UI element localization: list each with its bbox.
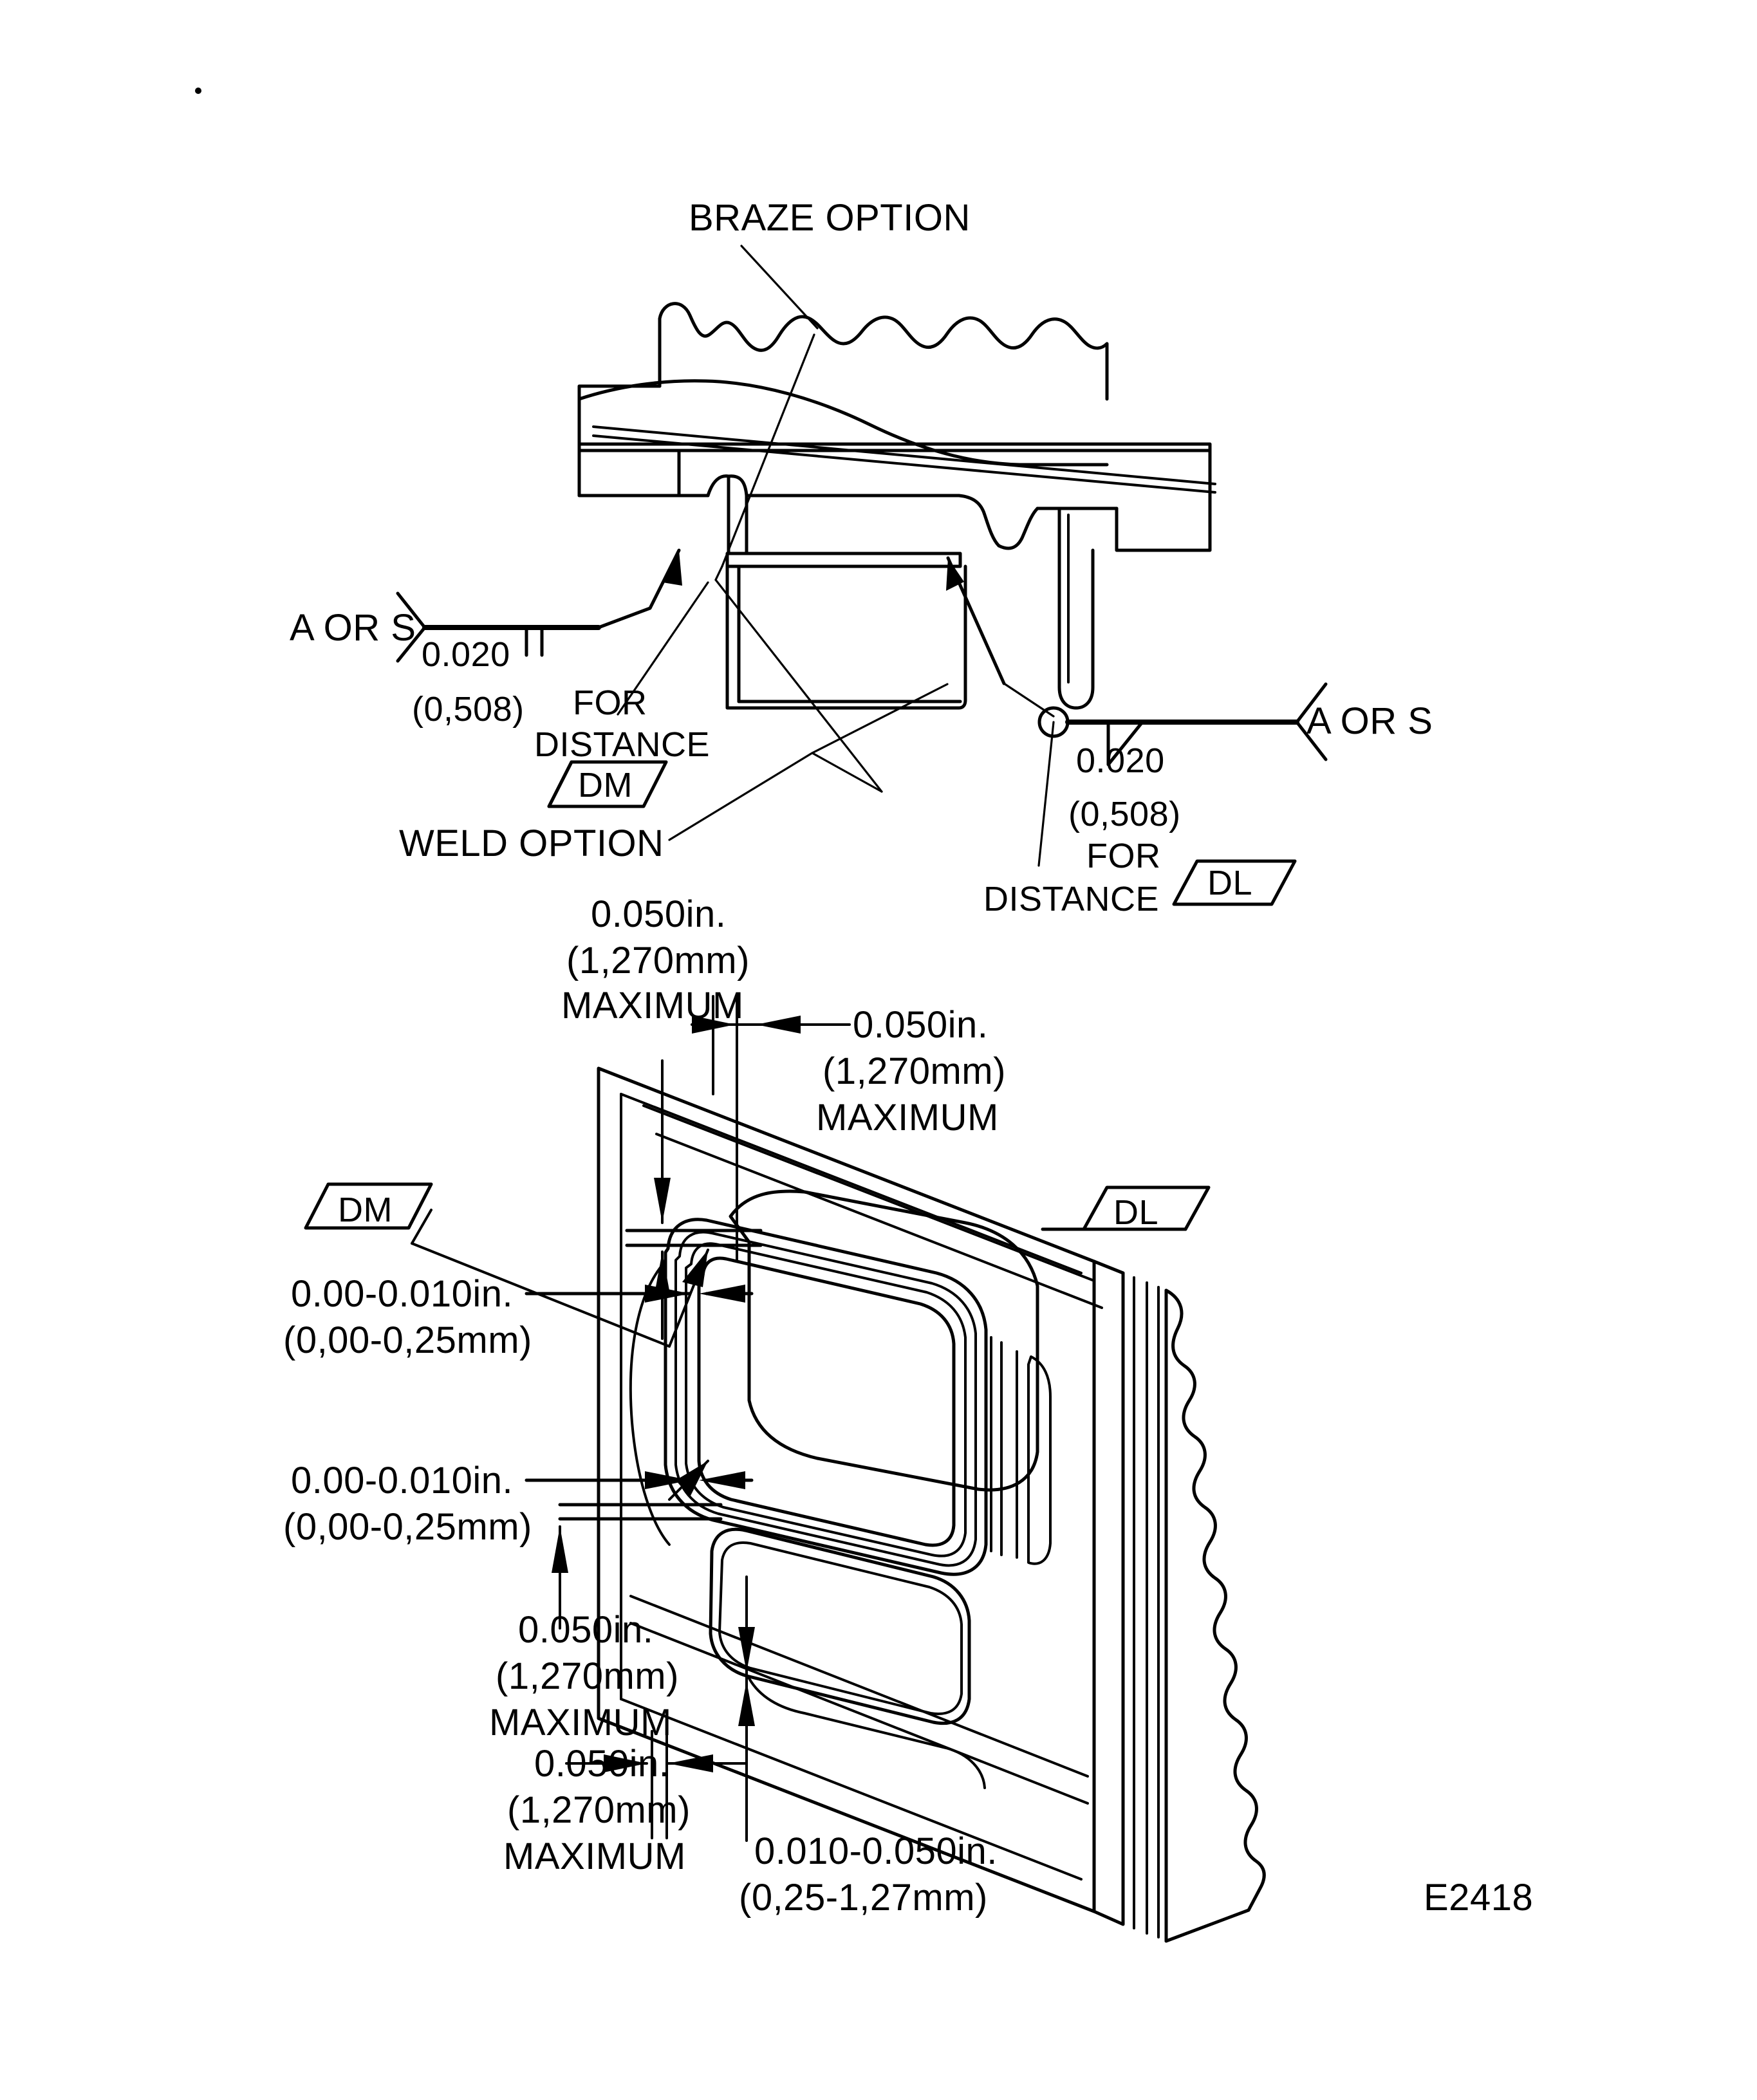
flag-dm-lower: DM [338, 1191, 393, 1229]
dim-top-left-line2: (1,270mm) [566, 940, 750, 981]
dim-top-right-line1: 0.050in. [853, 1004, 988, 1046]
flag-dm-upper: DM [578, 766, 633, 804]
dim-top-left-line1: 0.050in. [591, 893, 726, 935]
weld-option-label: WELD OPTION [399, 822, 664, 864]
stray-speck [195, 88, 201, 94]
dim-lower-left-line3: MAXIMUM [489, 1702, 672, 1743]
figure-id-code: E2418 [1424, 1877, 1533, 1919]
right-weld-note-line1: FOR [1086, 837, 1161, 875]
dim-bottom-vert-line2: (0,25-1,27mm) [739, 1877, 988, 1919]
left-weld-note-line1: FOR [573, 683, 647, 722]
flag-dl-upper: DL [1207, 864, 1252, 902]
dim-top-right-line2: (1,270mm) [823, 1050, 1006, 1092]
left-weld-size-metric: (0,508) [412, 690, 525, 729]
dim-bottom-horiz-line2: (1,270mm) [507, 1789, 691, 1831]
braze-option-label: BRAZE OPTION [689, 197, 971, 239]
upper-cross-section-drawing [396, 245, 1328, 906]
dim-bottom-horiz-line3: MAXIMUM [503, 1835, 686, 1877]
dim-upper-gap-line2: (0,00-0,25mm) [283, 1319, 532, 1361]
dim-bottom-horiz-line1: 0.050in. [534, 1743, 669, 1785]
dim-top-left-line3: MAXIMUM [561, 985, 744, 1027]
right-weld-size-value: 0.020 [1076, 741, 1165, 780]
right-weld-size-metric: (0,508) [1068, 795, 1181, 833]
left-weld-size-value: 0.020 [422, 635, 510, 674]
left-weld-note-line2: DISTANCE [534, 725, 710, 764]
dim-lower-left-line2: (1,270mm) [496, 1655, 679, 1697]
right-weld-note-line2: DISTANCE [983, 880, 1159, 918]
dim-upper-gap-line1: 0.00-0.010in. [291, 1273, 513, 1315]
left-weld-tail-text: A OR S [290, 607, 416, 649]
dim-bottom-vert-line1: 0.010-0.050in. [754, 1830, 998, 1872]
dim-lower-gap-line1: 0.00-0.010in. [291, 1460, 513, 1501]
dim-lower-gap-line2: (0,00-0,25mm) [283, 1506, 532, 1548]
dim-lower-left-line1: 0.050in. [518, 1609, 653, 1651]
lower-isometric-drawing [304, 995, 1266, 1943]
dim-top-right-line3: MAXIMUM [816, 1097, 999, 1138]
flag-dl-lower: DL [1113, 1193, 1158, 1232]
right-weld-tail-text: A OR S [1306, 700, 1433, 742]
